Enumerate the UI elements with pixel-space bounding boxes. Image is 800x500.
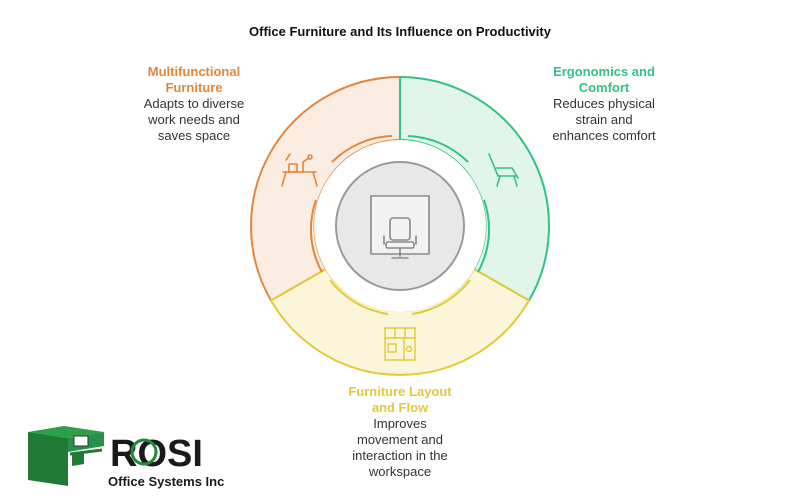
label-multifunctional: Multifunctional Furniture Adapts to dive… — [128, 64, 260, 144]
label-ergonomics: Ergonomics and Comfort Reduces physical … — [538, 64, 670, 144]
label-title-line: and Flow — [371, 400, 429, 415]
label-desc-line: strain and — [575, 112, 633, 127]
label-title-line: Ergonomics and — [553, 64, 655, 79]
label-title-line: Furniture — [165, 80, 223, 95]
label-desc-line: saves space — [157, 128, 231, 143]
inner-arc-right — [407, 135, 469, 163]
office-chair-icon — [370, 195, 430, 259]
label-desc-line: workspace — [368, 464, 432, 479]
label-desc-line: work needs and — [148, 112, 240, 127]
label-desc-line: Improves — [373, 416, 427, 431]
logo-subtitle: Office Systems Inc. — [108, 474, 224, 489]
recycle-icon — [130, 438, 158, 466]
rosi-logo: ROSI Office Systems Inc. — [28, 426, 224, 489]
inner-arc-right-2 — [477, 199, 491, 273]
inner-arc-left-2 — [309, 199, 323, 273]
inner-arc-left — [331, 135, 393, 163]
lounge-chair-icon — [488, 153, 519, 187]
label-title-line: Comfort — [578, 80, 630, 95]
label-desc-line: Reduces physical — [553, 96, 655, 111]
label-desc-line: movement and — [357, 432, 443, 447]
floor-plan-icon — [384, 327, 416, 361]
inner-arc-bottom — [329, 279, 389, 315]
cubicle-icon — [28, 426, 104, 486]
label-title-line: Furniture Layout — [348, 384, 452, 399]
label-desc-line: enhances comfort — [552, 128, 656, 143]
label-desc-line: Adapts to diverse — [143, 96, 245, 111]
diagram-title: Office Furniture and Its Influence on Pr… — [249, 24, 551, 39]
desk-lamp-icon — [281, 153, 318, 187]
inner-arc-bottom-2 — [411, 279, 471, 315]
label-desc-line: interaction in the — [352, 448, 448, 463]
label-title-line: Multifunctional — [147, 64, 241, 79]
label-layout: Furniture Layout and Flow Improves movem… — [330, 384, 470, 480]
